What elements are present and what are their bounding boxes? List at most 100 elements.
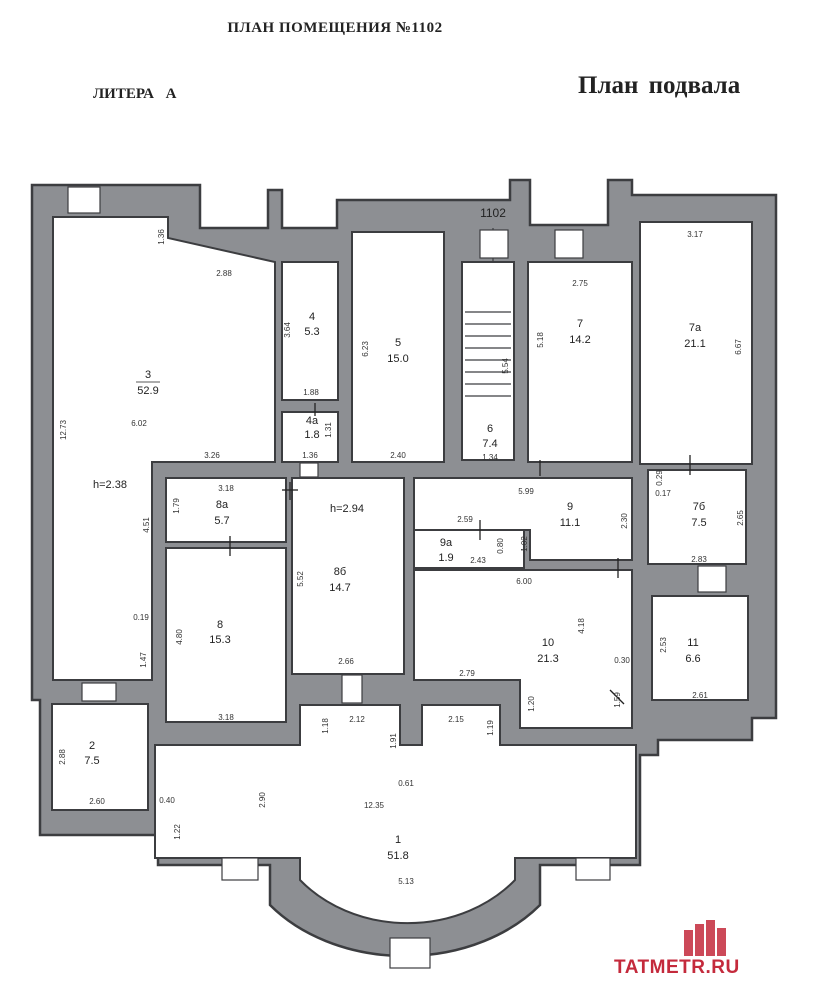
dim: 1.22	[173, 824, 182, 840]
dim: 2.61	[692, 691, 708, 700]
dim: 0.29	[655, 470, 664, 486]
room-2	[51, 703, 149, 811]
dim: 2.79	[459, 669, 475, 678]
dim: 0.80	[496, 538, 505, 554]
room-label-6-num: 6	[487, 423, 493, 435]
room-label-4-area: 5.3	[304, 326, 319, 338]
room-label-2-area: 7.5	[84, 755, 99, 767]
room-label-5-area: 15.0	[387, 353, 408, 365]
room-label-9a-num: 9а	[440, 537, 453, 549]
room-label-10-area: 21.3	[537, 653, 558, 665]
room-label-7a-num: 7а	[689, 322, 702, 334]
dim: 6.02	[131, 419, 147, 428]
room-label-1-num: 1	[395, 834, 401, 846]
dim: 5.54	[501, 358, 510, 374]
dim: 12.73	[59, 419, 68, 440]
dim: 5.99	[518, 487, 534, 496]
room-7a	[639, 221, 753, 465]
dim: 5.52	[296, 571, 305, 587]
dim: 1.20	[527, 696, 536, 712]
room-label-7b-area: 7.5	[691, 517, 706, 529]
dim: 2.59	[457, 515, 473, 524]
dim: 1.36	[302, 451, 318, 460]
dim: 1.18	[321, 718, 330, 734]
windows	[67, 186, 727, 969]
room-label-4a-area: 1.8	[304, 429, 319, 441]
room-label-11-num: 11	[687, 637, 698, 649]
room-label-1-area: 51.8	[387, 850, 408, 862]
room-1	[154, 704, 637, 925]
room-label-8a-area: 5.7	[214, 515, 229, 527]
dim: 12.35	[364, 801, 385, 810]
dim: 3.17	[687, 230, 703, 239]
dim: 1.59	[613, 692, 622, 708]
room-11	[651, 595, 749, 701]
room-labels: 3 52.9 4 5.3 4а 1.8 5 15.0 6 7.4 7 14.2 …	[84, 311, 706, 862]
doors	[229, 403, 691, 705]
dim: 3.26	[204, 451, 220, 460]
room-label-7-num: 7	[577, 318, 583, 330]
dim: 4.80	[175, 629, 184, 645]
dim: 2.40	[390, 451, 406, 460]
dim: 4.18	[577, 618, 586, 634]
room-label-10-num: 10	[542, 637, 554, 649]
room-label-2-num: 2	[89, 740, 95, 752]
dim: 2.43	[470, 556, 486, 565]
room-10	[413, 569, 633, 729]
dim: 2.88	[216, 269, 232, 278]
dim: 3.18	[218, 713, 234, 722]
dim: 2.66	[338, 657, 354, 666]
dim: 1.91	[389, 733, 398, 749]
dim: 2.83	[691, 555, 707, 564]
dim: 2.75	[572, 279, 588, 288]
dim: 1.02	[520, 536, 529, 552]
room-label-8-area: 15.3	[209, 634, 230, 646]
height-label-8b: h=2.94	[330, 503, 364, 515]
room-label-6-area: 7.4	[482, 438, 497, 450]
dim: 1.31	[324, 422, 333, 438]
room-label-8b-num: 8б	[334, 566, 346, 578]
room-7	[527, 261, 633, 463]
dim: 4.51	[142, 517, 151, 533]
dim: 1.79	[172, 498, 181, 514]
room-4	[281, 261, 339, 401]
stair-well	[461, 261, 515, 461]
room-label-7b-num: 7б	[693, 501, 705, 513]
dim: 3.64	[283, 322, 292, 338]
dim: 2.90	[258, 792, 267, 808]
room-label-3-area: 52.9	[137, 385, 158, 397]
dim: 2.53	[659, 637, 668, 653]
dim: 0.19	[133, 613, 149, 622]
dimension-labels: 1.36 2.88 12.73 6.02 3.26 1.36 3.64 1.88…	[58, 229, 745, 886]
dim: 6.23	[361, 341, 370, 357]
room-label-11-area: 6.6	[685, 653, 700, 665]
dim: 0.17	[655, 489, 671, 498]
room-label-8a-num: 8а	[216, 499, 229, 511]
room-label-8b-area: 14.7	[329, 582, 350, 594]
dim: 2.30	[620, 513, 629, 529]
dim: 1.36	[157, 229, 166, 245]
room-label-7-area: 14.2	[569, 334, 590, 346]
dim: 5.18	[536, 332, 545, 348]
tatmetr-logo	[684, 920, 726, 956]
room-label-5-num: 5	[395, 337, 401, 349]
plan-title: ПЛАН ПОМЕЩЕНИЯ №1102	[227, 20, 443, 36]
room-8	[165, 547, 287, 723]
dim: 1.34	[482, 453, 498, 462]
room-8a	[165, 477, 287, 543]
room-8b	[291, 477, 405, 675]
dim: 6.00	[516, 577, 532, 586]
dim: 0.30	[614, 656, 630, 665]
dim: 6.67	[734, 339, 743, 355]
watermark-text: TATMETR.RU	[614, 957, 740, 978]
room-7b	[647, 469, 747, 565]
premises-number: 1102	[480, 206, 506, 220]
room-label-4-num: 4	[309, 311, 315, 323]
dim: 2.60	[89, 797, 105, 806]
dim: 0.40	[159, 796, 175, 805]
litera-label: ЛИТЕРА А	[93, 86, 177, 102]
dim: 1.47	[139, 652, 148, 668]
dim: 1.88	[303, 388, 319, 397]
dim: 2.88	[58, 749, 67, 765]
